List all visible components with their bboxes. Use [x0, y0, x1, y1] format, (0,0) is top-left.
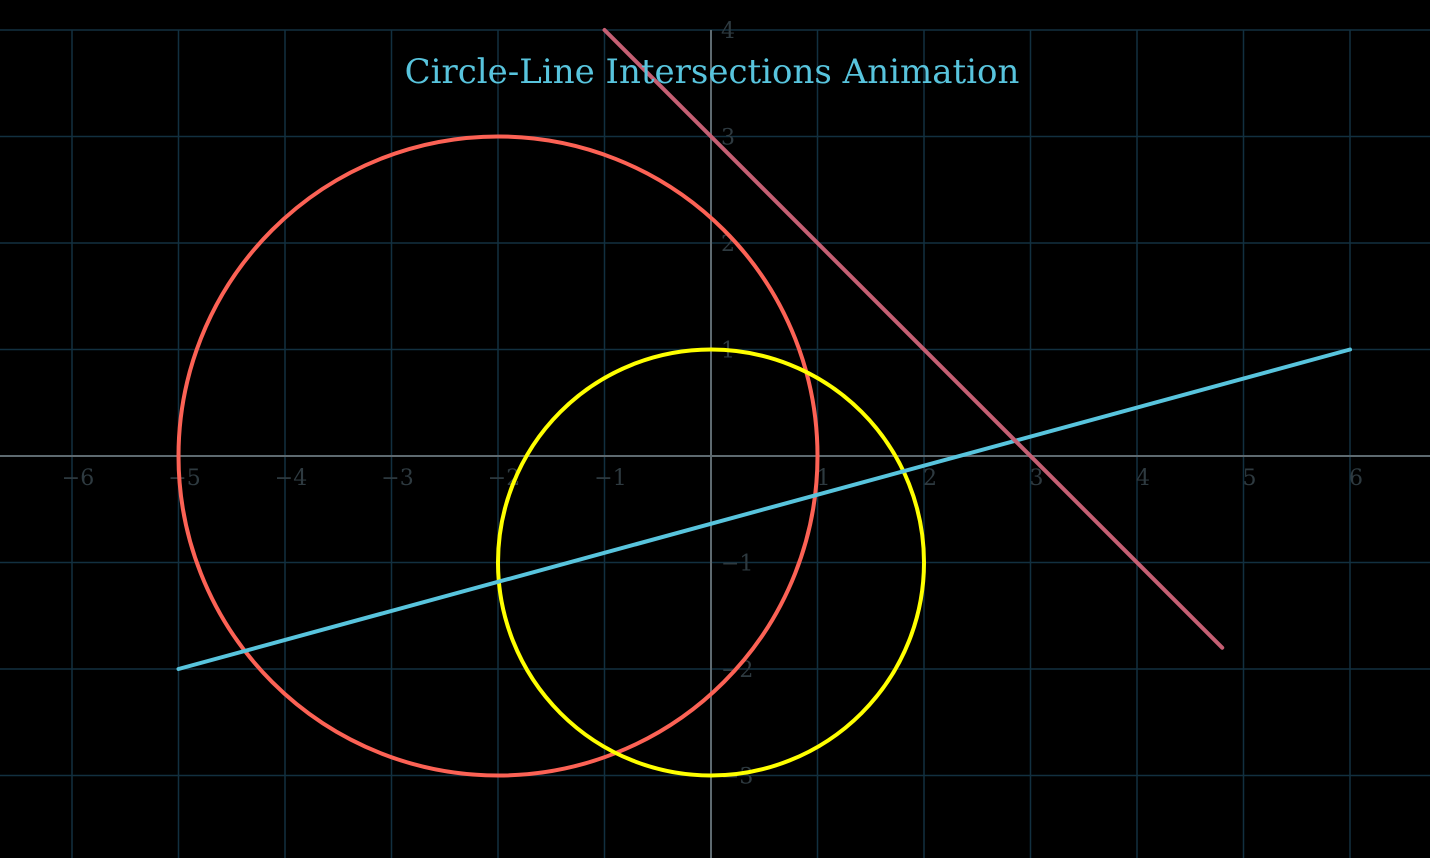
x-tick-label: −4 [275, 466, 307, 491]
x-tick-label: 3 [1030, 466, 1044, 491]
shapes [176, 28, 1352, 778]
x-tick-label: −3 [381, 466, 413, 491]
circle-b [496, 347, 926, 778]
x-tick-label: −1 [594, 466, 626, 491]
y-tick-label: 4 [721, 19, 735, 44]
line-b [602, 28, 1225, 650]
x-tick-label: 6 [1349, 466, 1363, 491]
y-tick-label: −3 [721, 765, 753, 790]
x-tick-label: 4 [1136, 466, 1150, 491]
circle-a [176, 134, 820, 778]
x-tick-label: −6 [62, 466, 94, 491]
x-tick-label: 2 [923, 466, 937, 491]
y-tick-label: 3 [721, 126, 735, 151]
x-tick-label: 1 [817, 466, 831, 491]
diagram-title: Circle-Line Intersections Animation [405, 52, 1020, 92]
axes [0, 30, 1430, 858]
y-tick-label: −1 [721, 552, 753, 577]
x-tick-label: −5 [168, 466, 200, 491]
x-tick-label: 5 [1243, 466, 1257, 491]
line-a [176, 347, 1352, 671]
